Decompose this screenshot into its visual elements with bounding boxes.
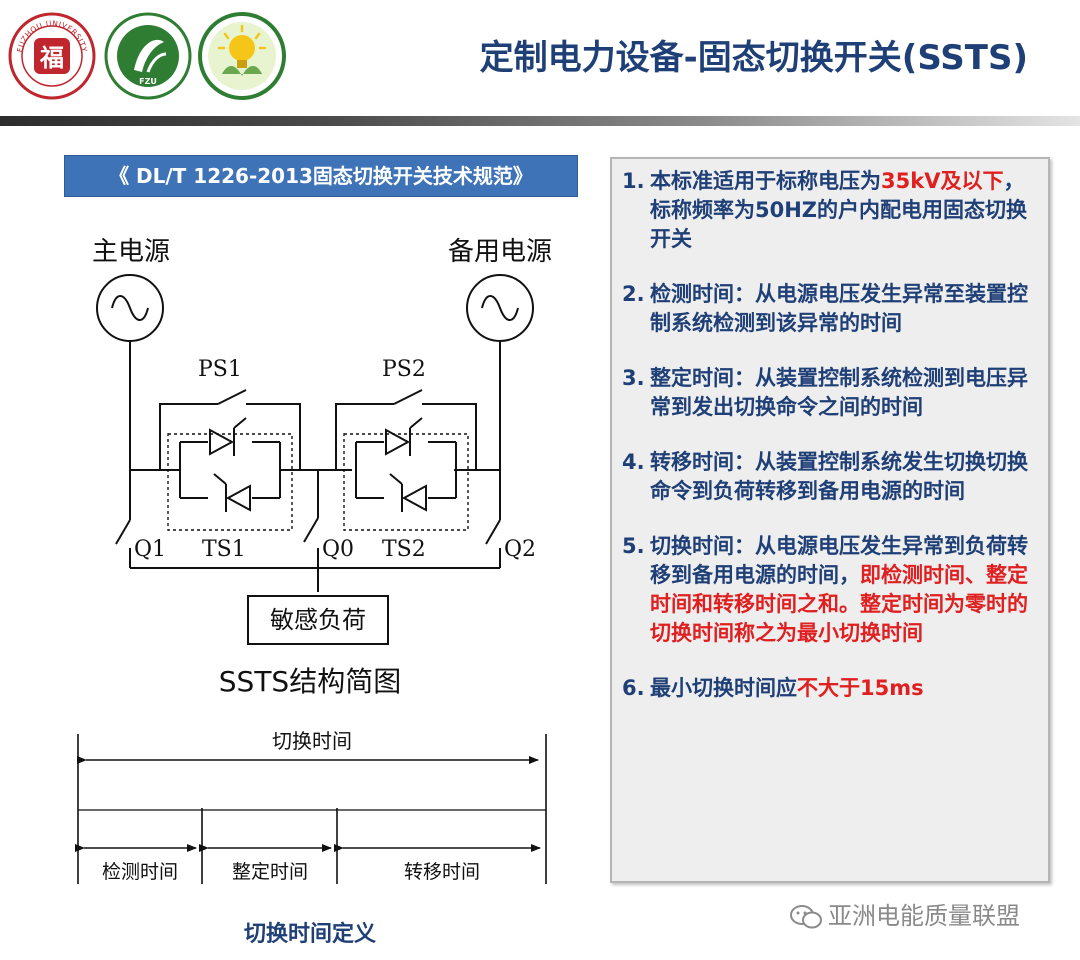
watermark-text: 亚洲电能质量联盟 (828, 902, 1020, 930)
ps1-bypass-switch (159, 389, 301, 470)
plain-text: 切换时间：从电源电压发生异常到负荷转移到备用电源的时间， (650, 534, 1028, 587)
watermark: 亚洲电能质量联盟 (790, 896, 1020, 931)
svg-text:福: 福 (39, 43, 64, 72)
definition-item: 5.切换时间：从电源电压发生异常到负荷转移到备用电源的时间，即检测时间、整定时间… (622, 532, 1042, 648)
definition-text: 本标准适用于标称电压为35kV及以下，标称频率为50HZ的户内配电用固态切换开关 (650, 167, 1042, 254)
main-source-label: 主电源 (92, 237, 170, 267)
ps1-label: PS1 (198, 357, 242, 382)
setting-time-label: 整定时间 (232, 861, 308, 883)
plain-text: 整定时间：从装置控制系统检测到电压异常到发出切换命令之间的时间 (650, 366, 1028, 419)
definition-text: 转移时间：从装置控制系统发生切换切换命令到负荷转移到备用电源的时间 (650, 448, 1042, 506)
definition-item: 6.最小切换时间应不大于15ms (622, 674, 1042, 703)
q2-label: Q2 (504, 537, 536, 562)
slide-title: 定制电力设备-固态切换开关(SSTS) (479, 38, 1028, 78)
load-label: 敏感负荷 (270, 606, 366, 634)
switching-time-diagram: 切换时间 检测时间 整定时间 转移时间 (75, 729, 547, 884)
q1-switch (115, 470, 131, 568)
plain-text: ，标称频率为50HZ的户内配电用固态切换开关 (650, 169, 1028, 251)
standard-banner: 《 DL/T 1226-2013固态切换开关技术规范》 (64, 155, 578, 197)
ts1-label: TS1 (202, 537, 246, 562)
highlight-text: 不大于15ms (797, 676, 924, 700)
definition-text: 整定时间：从装置控制系统检测到电压异常到发出切换命令之间的时间 (650, 364, 1042, 422)
ps2-label: PS2 (382, 357, 426, 382)
definition-number: 4. (622, 450, 645, 474)
fuzhou-university-seal-logo: FUZHOU UNIVERSITY 福 (8, 12, 96, 100)
ts2-label: TS2 (382, 537, 426, 562)
transfer-time-label: 转移时间 (404, 861, 480, 883)
definition-text: 检测时间：从电源电压发生异常至装置控制系统检测到该异常的时间 (650, 280, 1042, 338)
plain-text: 本标准适用于标称电压为 (650, 169, 881, 193)
definitions-panel: 1.本标准适用于标称电压为35kV及以下，标称频率为50HZ的户内配电用固态切换… (610, 157, 1050, 883)
plain-text: 最小切换时间应 (650, 676, 797, 700)
logo2-text: FZU (139, 77, 157, 86)
total-time-label: 切换时间 (272, 729, 352, 753)
detect-time-label: 检测时间 (102, 861, 178, 883)
definition-item: 2.检测时间：从电源电压发生异常至装置控制系统检测到该异常的时间 (622, 280, 1042, 338)
definition-number: 1. (622, 169, 645, 193)
q0-switch (303, 470, 319, 592)
definition-item: 4.转移时间：从装置控制系统发生切换切换命令到负荷转移到备用电源的时间 (622, 448, 1042, 506)
q0-label: Q0 (322, 537, 354, 562)
fzu-center-logo: FZU (104, 12, 192, 100)
circuit-caption: SSTS结构简图 (218, 665, 402, 698)
main-source-ac-icon (96, 274, 164, 342)
definition-text: 最小切换时间应不大于15ms (650, 674, 1042, 703)
definitions-list: 1.本标准适用于标称电压为35kV及以下，标称频率为50HZ的户内配电用固态切换… (622, 167, 1042, 729)
energy-bulb-logo (198, 12, 286, 100)
ts2-thyristor-pair (355, 417, 457, 512)
q2-switch (485, 470, 501, 568)
definition-number: 3. (622, 366, 645, 390)
backup-source-ac-icon (466, 274, 534, 342)
plain-text: 检测时间：从电源电压发生异常至装置控制系统检测到该异常的时间 (650, 282, 1028, 335)
ssts-circuit-diagram: 主电源 备用电源 PS1 (92, 237, 552, 645)
definition-number: 5. (622, 534, 645, 558)
definition-number: 2. (622, 282, 645, 306)
definition-item: 1.本标准适用于标称电压为35kV及以下，标称频率为50HZ的户内配电用固态切换… (622, 167, 1042, 254)
timing-caption: 切换时间定义 (243, 922, 376, 947)
definition-text: 切换时间：从电源电压发生异常到负荷转移到备用电源的时间，即检测时间、整定时间和转… (650, 532, 1042, 648)
backup-source-label: 备用电源 (448, 237, 552, 267)
header-divider-bar (0, 116, 1080, 126)
highlight-text: 35kV及以下 (881, 169, 1004, 193)
q1-label: Q1 (134, 537, 166, 562)
ts1-thyristor-pair (179, 417, 281, 512)
highlight-text: 即检测时间、整定时间和转移时间之和。整定时间为零时的切换时间称之为最小切换时间 (650, 563, 1028, 645)
wechat-icon (790, 905, 822, 929)
definition-number: 6. (622, 676, 645, 700)
plain-text: 转移时间：从装置控制系统发生切换切换命令到负荷转移到备用电源的时间 (650, 450, 1028, 503)
ps2-bypass-switch (335, 389, 477, 470)
definition-item: 3.整定时间：从装置控制系统检测到电压异常到发出切换命令之间的时间 (622, 364, 1042, 422)
